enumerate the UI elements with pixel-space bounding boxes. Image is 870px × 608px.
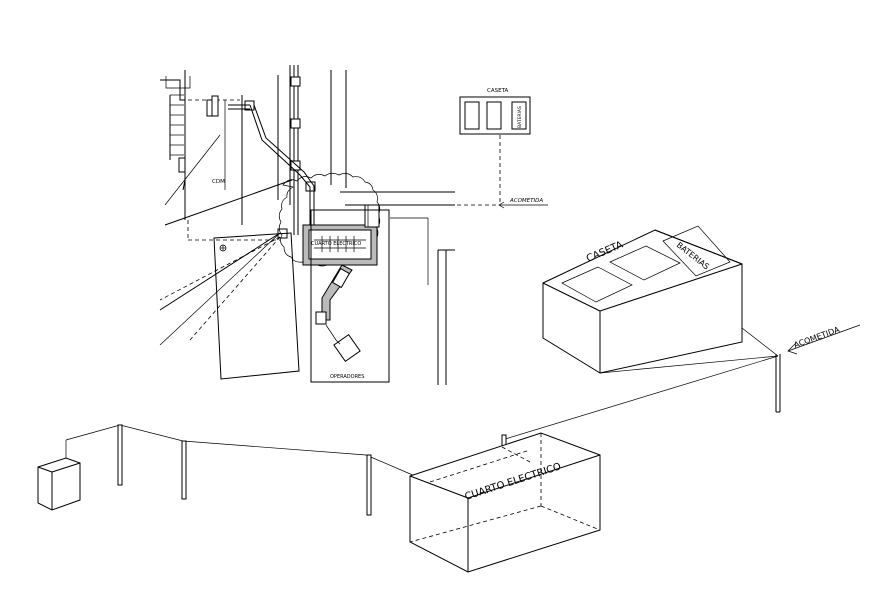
caseta-plan-detail: CASETA BATERIAS [459,88,531,135]
left-building-structure [160,70,280,241]
operadores-label: OPERADORES [330,374,364,380]
plan-outlines [213,209,429,383]
overhead-line [37,355,779,516]
cuarto-electrico-plan: CUARTO ELECTRICO [302,204,380,266]
pole-2 [181,440,187,500]
caseta-isometric: CASETA BATERIAS [542,225,743,374]
cuarto-electrico-plan-label: CUARTO ELECTRICO [311,241,361,247]
acometida-plan-label: ACOMETIDA [509,198,543,204]
plan-acometida-run: ACOMETIDA [380,135,548,209]
pole-3 [366,454,372,516]
cdm-label: CDM [212,179,225,185]
pole-1 [117,424,123,486]
cuarto-electrico-isometric: CUARTO ELECTRICO [409,432,601,573]
caseta-plan-label: CASETA [487,88,509,94]
baterias-plan-label: BATERIAS [517,106,523,128]
operators-corridor [315,264,361,363]
radial-lines [159,134,293,346]
transformer-cabinet [37,457,81,511]
conduit-run [228,65,316,239]
acometida-iso-label: ACOMETIDA [793,325,842,350]
site-plan: CUARTO ELECTRICO [159,65,548,385]
